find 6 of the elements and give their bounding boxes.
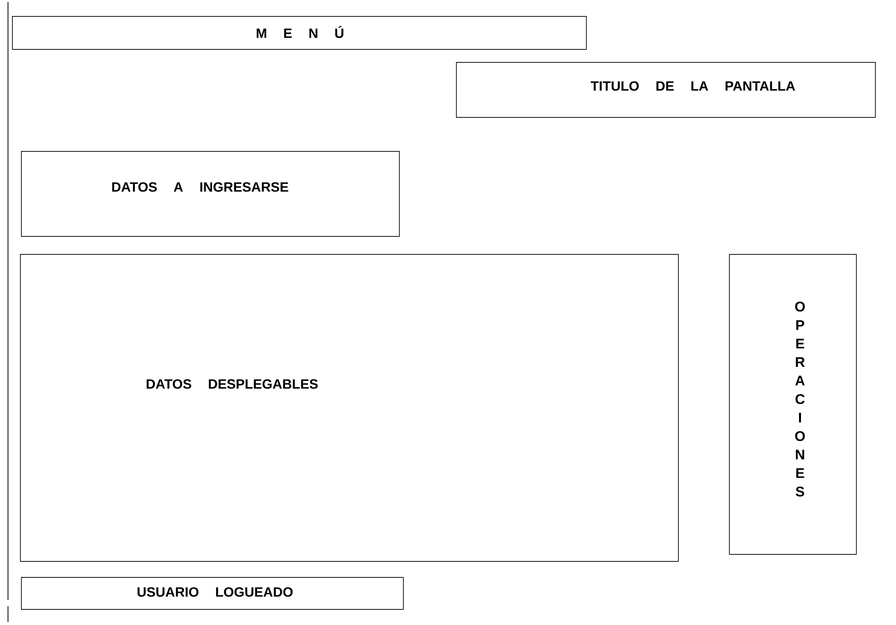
user-bar: USUARIO LOGUEADO: [21, 577, 404, 610]
display-area: DATOS DESPLEGABLES: [20, 254, 679, 562]
input-area: DATOS A INGRESARSE: [21, 151, 400, 237]
title-box: TITULO DE LA PANTALLA: [456, 62, 876, 118]
operations-panel: OPERACIONES: [729, 254, 857, 555]
menu-bar: M E N Ú: [12, 16, 587, 50]
